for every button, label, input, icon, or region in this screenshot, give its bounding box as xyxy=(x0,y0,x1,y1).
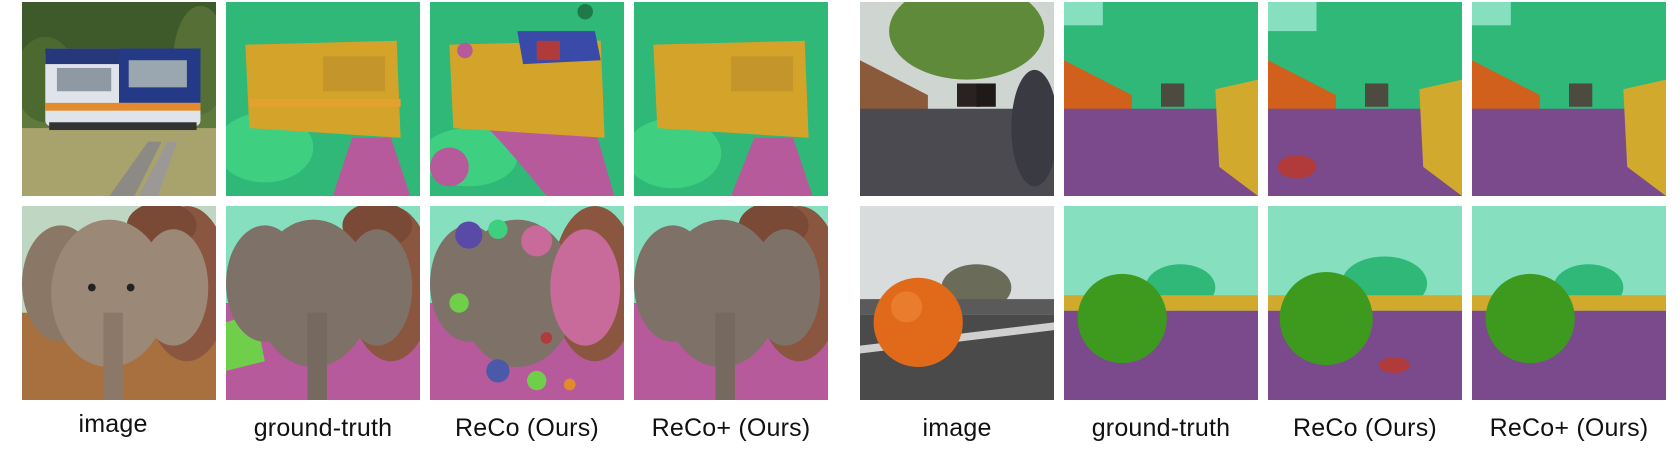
orange-image xyxy=(860,206,1054,400)
caption-reco-plus-left: ReCo+ (Ours) xyxy=(651,414,811,442)
train-ground-truth xyxy=(226,2,420,196)
elephant-image xyxy=(22,206,216,400)
train-reco-plus xyxy=(634,2,828,196)
caption-reco-plus-right: ReCo+ (Ours) xyxy=(1489,414,1649,442)
caption-ground-truth-left: ground-truth xyxy=(253,414,393,442)
street-ground-truth xyxy=(1064,2,1258,196)
street-reco xyxy=(1268,2,1462,196)
caption-ground-truth-right: ground-truth xyxy=(1091,414,1231,442)
orange-reco xyxy=(1268,206,1462,400)
street-image xyxy=(860,2,1054,196)
caption-reco-left: ReCo (Ours) xyxy=(455,414,599,442)
caption-reco-right: ReCo (Ours) xyxy=(1293,414,1437,442)
caption-image-left: image xyxy=(78,410,148,438)
orange-reco-plus xyxy=(1472,206,1666,400)
street-reco-plus xyxy=(1472,2,1666,196)
train-image xyxy=(22,2,216,196)
elephant-reco-plus xyxy=(634,206,828,400)
train-reco xyxy=(430,2,624,196)
elephant-ground-truth xyxy=(226,206,420,400)
elephant-reco xyxy=(430,206,624,400)
caption-image-right: image xyxy=(922,414,992,442)
orange-ground-truth xyxy=(1064,206,1258,400)
